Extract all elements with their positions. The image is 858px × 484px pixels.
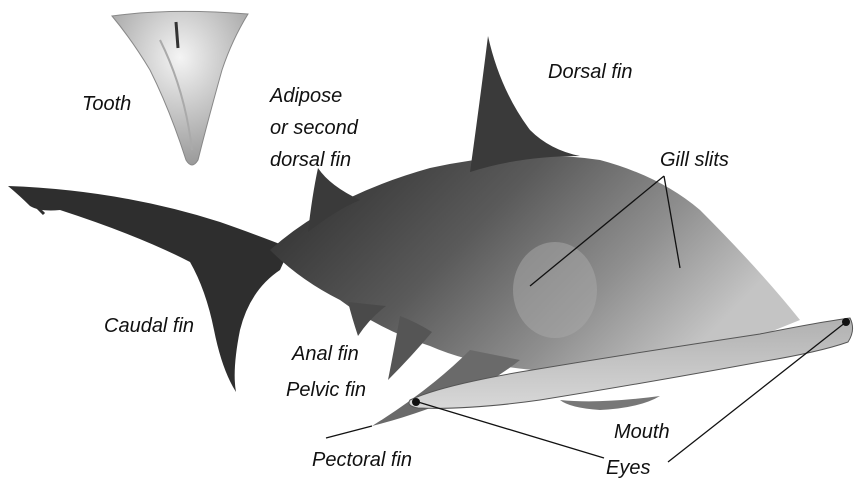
caudal-fin xyxy=(8,186,290,392)
label-pelvic-fin: Pelvic fin xyxy=(286,378,366,402)
label-dorsal-fin: Dorsal fin xyxy=(548,60,632,84)
label-adipose-line2: or second xyxy=(270,116,358,140)
label-anal-fin: Anal fin xyxy=(292,342,359,366)
dorsal-fin xyxy=(470,36,580,172)
label-adipose-line1: Adipose xyxy=(270,84,342,108)
label-gill-slits: Gill slits xyxy=(660,148,729,172)
label-mouth: Mouth xyxy=(614,420,670,444)
label-caudal-fin: Caudal fin xyxy=(104,314,194,338)
label-adipose-line3: dorsal fin xyxy=(270,148,351,172)
tooth-image xyxy=(112,11,248,165)
label-eyes: Eyes xyxy=(606,456,650,480)
label-tooth: Tooth xyxy=(82,92,131,116)
label-pectoral-fin: Pectoral fin xyxy=(312,448,412,472)
